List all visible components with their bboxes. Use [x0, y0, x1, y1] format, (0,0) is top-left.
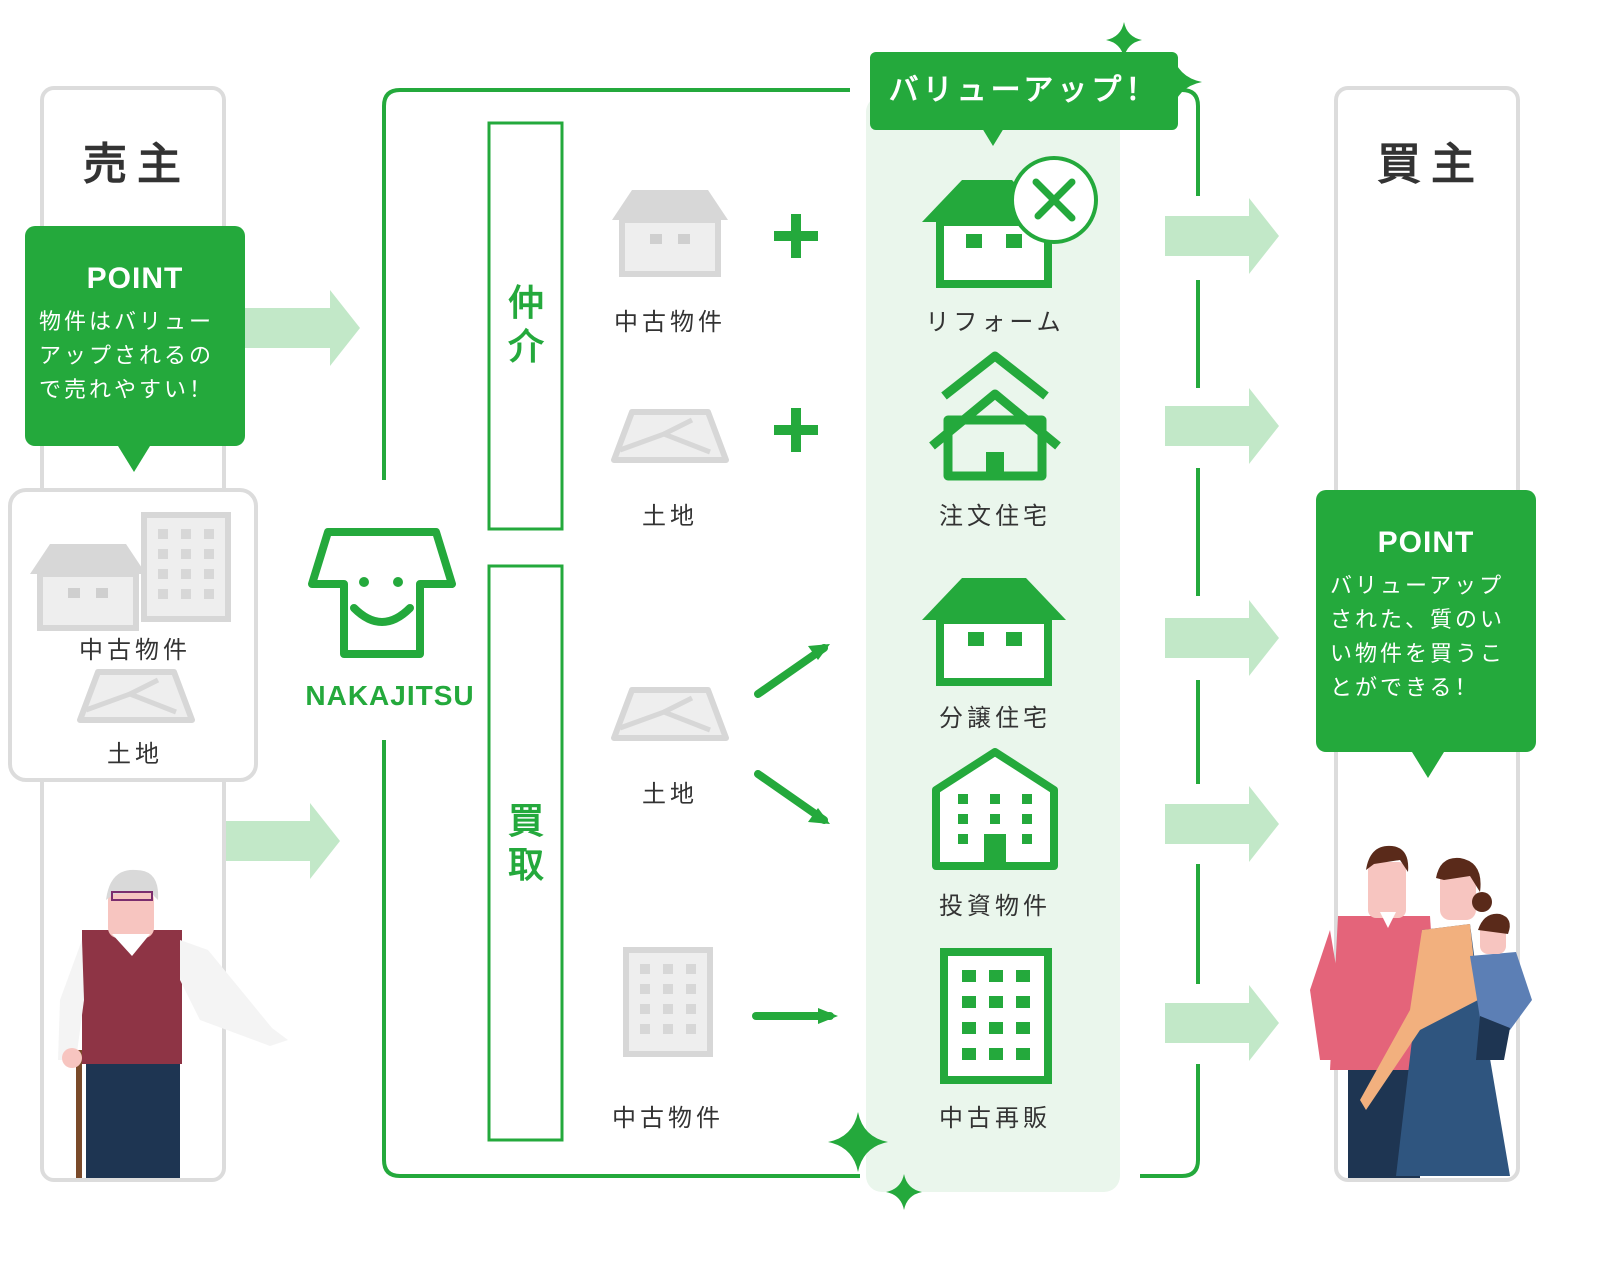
company-name: NAKAJITSU	[305, 680, 475, 711]
output-custom-house-label: 注文住宅	[939, 502, 1051, 530]
purchase-label: 買取	[507, 801, 544, 886]
investment-property-icon	[932, 748, 1058, 870]
subdivision-house-icon	[922, 578, 1066, 686]
family-buyer-illustration	[1310, 845, 1532, 1178]
buyer-point-text: バリューアップ された、質のい い物件を買うこ とができる！	[1330, 574, 1506, 701]
brokerage-used-house-icon	[612, 190, 728, 274]
seller-house-icon	[30, 544, 146, 628]
seller-to-purchase-arrow	[226, 803, 340, 879]
custom-house-icon	[929, 351, 1061, 481]
resale-building-icon	[940, 948, 1052, 1084]
seller-point-callout: POINT 物件はバリュー アップされるの で売れやすい！	[25, 226, 245, 446]
company-frame	[382, 88, 850, 480]
output-subdivision-label: 分譲住宅	[939, 704, 1051, 732]
brokerage-box	[487, 121, 564, 531]
value-up-banner: バリューアップ！	[870, 52, 1178, 130]
buyer-point-callout: POINT バリューアップ された、質のい い物件を買うこ とができる！	[1316, 490, 1536, 752]
seller-used-property-label: 中古物件	[79, 636, 191, 664]
purchase-land-label: 土地	[642, 780, 698, 808]
output-resale-label: 中古再販	[939, 1104, 1051, 1132]
seller-title: 売主	[83, 139, 191, 190]
seller-to-brokerage-arrow	[246, 290, 360, 366]
output-arrow-2	[1165, 388, 1279, 464]
seller-land-label: 土地	[107, 740, 163, 768]
output-investment-label: 投資物件	[939, 892, 1051, 920]
brokerage-label: 仲介	[507, 283, 544, 368]
purchase-building-icon	[626, 950, 710, 1054]
purchase-arrow-up	[754, 644, 828, 698]
purchase-land-icon	[614, 690, 726, 738]
output-arrow-3	[1165, 600, 1279, 676]
plus-icon-1	[774, 214, 818, 258]
plus-icon-2	[774, 408, 818, 452]
elderly-seller-illustration	[58, 869, 288, 1178]
seller-building-icon	[144, 515, 228, 619]
seller-point-text: 物件はバリュー アップされるの で売れやすい！	[39, 310, 215, 403]
seller-point-heading: POINT	[86, 262, 184, 295]
brokerage-used-property-label: 中古物件	[614, 308, 726, 336]
smile-house-logo	[308, 528, 456, 658]
brokerage-land-icon	[614, 412, 726, 460]
seller-land-icon	[80, 672, 192, 720]
buyer-title: 買主	[1377, 139, 1485, 190]
output-arrow-5	[1165, 985, 1279, 1061]
reform-house-icon	[922, 156, 1098, 288]
output-reform-label: リフォーム	[925, 308, 1065, 336]
purchase-box	[487, 564, 564, 1142]
output-arrow-4	[1165, 786, 1279, 862]
purchase-used-property-label: 中古物件	[612, 1104, 724, 1132]
buyer-point-heading: POINT	[1377, 526, 1475, 559]
brokerage-land-label: 土地	[642, 502, 698, 530]
output-arrow-1	[1165, 198, 1279, 274]
